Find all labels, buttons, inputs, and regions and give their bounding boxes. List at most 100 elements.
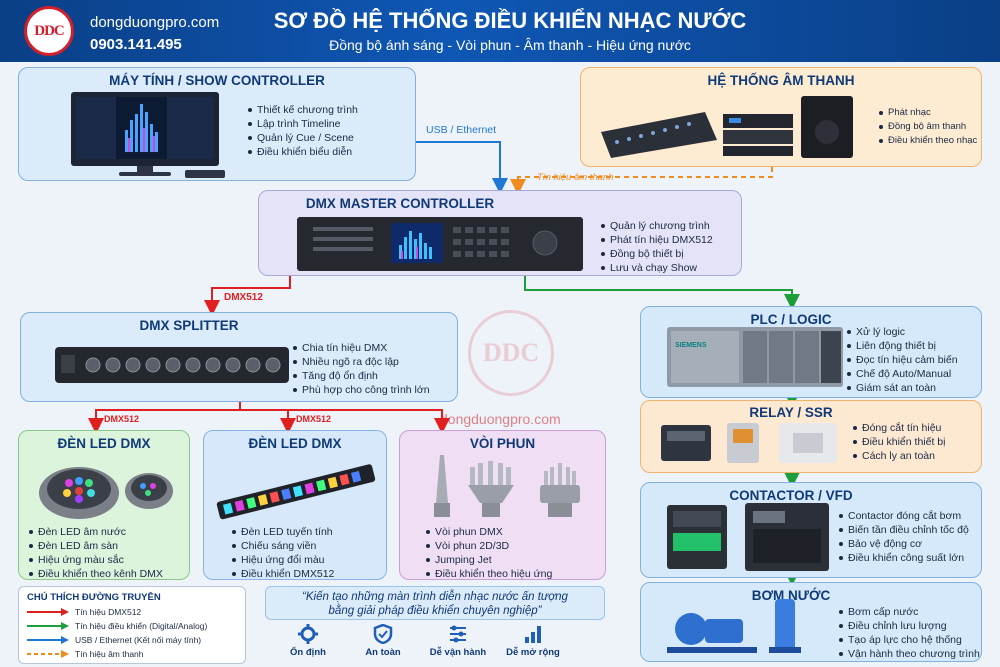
relay-icon xyxy=(661,423,837,463)
audio-signal-label: Tín hiệu âm thanh xyxy=(537,172,614,183)
dmx-splitter-box: DMX SPLITTER Chia tín hiệu DMX Nhiều ngõ… xyxy=(20,312,458,402)
slogan-quote: “Kiến tạo những màn trình diễn nhạc nước… xyxy=(265,586,605,620)
splitter-feature-list: Chia tín hiệu DMX Nhiều ngõ ra độc lập T… xyxy=(293,341,430,397)
list-item: Bảo vệ động cơ xyxy=(839,537,969,551)
list-item: Lập trình Timeline xyxy=(248,117,358,131)
list-item: Điều khiển DMX512 xyxy=(232,567,334,581)
dmx-controller-icon xyxy=(297,217,583,271)
list-item: Vòi phun DMX xyxy=(426,525,552,539)
dmx-feature-list: Quản lý chương trình Phát tín hiệu DMX51… xyxy=(601,219,713,275)
green-arrow-icon xyxy=(27,622,69,630)
contactor-vfd-box: CONTACTOR / VFD Contactor đóng cắt bơm B… xyxy=(640,482,982,578)
led-dmx-linear-box: ĐÈN LED DMX Đèn LED tuyến tính Chiếu sán… xyxy=(203,430,387,580)
list-item: Tăng độ ổn định xyxy=(293,369,430,383)
list-item: Hiệu ứng màu sắc xyxy=(29,553,163,567)
relay-title: RELAY / SSR xyxy=(749,405,833,420)
shield-icon xyxy=(373,624,393,644)
quote-line-1: “Kiến tạo những màn trình diễn nhạc nước… xyxy=(302,591,568,603)
vfd-feature-list: Contactor đóng cắt bơm Biến tần điều chỉ… xyxy=(839,509,969,565)
audio-system-box: HỆ THỐNG ÂM THANH Phát nhạc Đồng bộ âm t… xyxy=(580,67,982,167)
siemens-label: SIEMENS xyxy=(675,342,707,349)
plc-logic-box: PLC / LOGIC SIEMENS Xử lý logic Liên độn… xyxy=(640,306,982,398)
feature-label: Dễ vận hành xyxy=(429,647,487,658)
ddc-logo: DDC xyxy=(24,6,74,56)
splitter-title: DMX SPLITTER xyxy=(139,318,239,333)
relay-feature-list: Đóng cắt tín hiệu Điều khiển thiết bị Cá… xyxy=(853,421,945,463)
phone-number[interactable]: 0903.141.495 xyxy=(90,36,182,53)
list-item: Liên động thiết bị xyxy=(847,339,958,353)
page-title: SƠ ĐỒ HỆ THỐNG ĐIỀU KHIỂN NHẠC NƯỚC xyxy=(273,8,747,33)
feature-scalable: Dễ mở rộng xyxy=(493,624,573,658)
plc-module-icon: SIEMENS xyxy=(667,327,843,387)
watermark-logo-text: DDC xyxy=(482,338,540,367)
dmx-title: DMX MASTER CONTROLLER xyxy=(305,196,495,211)
feature-safe: An toàn xyxy=(343,624,423,658)
list-item: Điều khiển thiết bị xyxy=(853,435,945,449)
dmx512-label-led1: DMX512 xyxy=(104,414,140,424)
vfd-title: CONTACTOR / VFD xyxy=(729,488,853,503)
list-item: Đèn LED âm nước xyxy=(29,525,163,539)
splitter-branch-line xyxy=(95,402,443,426)
gear-icon xyxy=(298,624,318,644)
list-item: Đèn LED tuyến tính xyxy=(232,525,334,539)
list-item: Chiếu sáng viền xyxy=(232,539,334,553)
feature-stable: Ổn định xyxy=(268,624,348,658)
plc-title: PLC / LOGIC xyxy=(750,312,832,327)
led1-title: ĐÈN LED DMX xyxy=(57,436,151,451)
pc-title: MÁY TÍNH / SHOW CONTROLLER xyxy=(109,73,325,88)
list-item: Chế độ Auto/Manual xyxy=(847,367,958,381)
dmx-to-plc-line xyxy=(524,276,800,310)
list-item: Jumping Jet xyxy=(426,553,552,567)
watermark-site: dongduongpro.com xyxy=(440,411,561,427)
list-item: Thiết kế chương trình xyxy=(248,103,358,117)
list-item: Chia tín hiệu DMX xyxy=(293,341,430,355)
feature-label: Dễ mở rộng xyxy=(506,647,560,658)
list-item: Đọc tín hiệu cảm biến xyxy=(847,353,958,367)
audio-line xyxy=(510,167,773,195)
red-arrow-icon xyxy=(27,608,69,616)
list-item: Phù hợp cho công trình lớn xyxy=(293,383,430,397)
list-item: Vận hành theo chương trình xyxy=(839,647,980,661)
bar-chart-icon xyxy=(525,626,541,643)
site-url[interactable]: dongduongpro.com xyxy=(90,14,220,31)
pump-feature-list: Vòi phun DMX Vòi phun 2D/3D Jumping Jet … xyxy=(426,525,552,581)
line-legend: CHÚ THÍCH ĐƯỜNG TRUYỀN Tín hiệu DMX512 T… xyxy=(18,586,246,664)
list-item: Quản lý chương trình xyxy=(601,219,713,233)
list-item: Xử lý logic xyxy=(847,325,958,339)
list-item: Contactor đóng cắt bơm xyxy=(839,509,969,523)
linear-led-bar-icon xyxy=(216,464,376,520)
nozzle-icon xyxy=(434,455,580,517)
computer-icon xyxy=(71,92,225,178)
led2-feature-list: Đèn LED tuyến tính Chiếu sáng viền Hiệu … xyxy=(232,525,334,581)
usb-ethernet-label: USB / Ethernet xyxy=(426,124,497,136)
feature-easy: Dễ vận hành xyxy=(418,624,498,658)
pc-feature-list: Thiết kế chương trình Lập trình Timeline… xyxy=(248,103,358,159)
dmx512-label-main: DMX512 xyxy=(224,292,263,303)
sliders-icon xyxy=(450,625,466,643)
feature-label: An toàn xyxy=(365,647,401,658)
page-subtitle: Đồng bộ ánh sáng - Vòi phun - Âm thanh -… xyxy=(329,37,691,53)
list-item: Điều khiển biểu diễn xyxy=(248,145,358,159)
list-item: Hiệu ứng đổi màu xyxy=(232,553,334,567)
contactor-vfd-icon xyxy=(667,503,829,571)
fountain-nozzle-box: VÒI PHUN Vòi phun DMX Vòi phun 2D/3D Jum… xyxy=(399,430,606,580)
orange-dashed-arrow-icon xyxy=(27,650,69,658)
led1-feature-list: Đèn LED âm nước Đèn LED âm sàn Hiệu ứng … xyxy=(29,525,163,581)
led-dmx-underwater-box: ĐÈN LED DMX Đèn LED âm nước Đèn LED âm s… xyxy=(18,430,190,580)
water-pump-icon xyxy=(667,599,801,653)
feature-label: Ổn định xyxy=(290,647,326,658)
legend-title: CHÚ THÍCH ĐƯỜNG TRUYỀN xyxy=(27,592,161,603)
list-item: Điều khiển theo kênh DMX xyxy=(29,567,163,581)
dmx-to-splitter-line xyxy=(204,276,291,316)
list-item: Phát nhạc xyxy=(879,106,977,120)
list-item: Quản lý Cue / Scene xyxy=(248,131,358,145)
underwater-led-icon xyxy=(39,467,173,519)
list-item: Đồng bộ âm thanh xyxy=(879,120,977,134)
list-item: Điều khiển công suất lớn xyxy=(839,551,969,565)
logo-text: DDC xyxy=(34,22,64,39)
splitter-device-icon xyxy=(55,347,289,383)
plc-feature-list: Xử lý logic Liên động thiết bị Đọc tín h… xyxy=(847,325,958,395)
audio-feature-list: Phát nhạc Đồng bộ âm thanh Điều khiển th… xyxy=(879,106,977,148)
list-item: Giám sát an toàn xyxy=(847,381,958,395)
pump-title: VÒI PHUN xyxy=(469,436,536,451)
